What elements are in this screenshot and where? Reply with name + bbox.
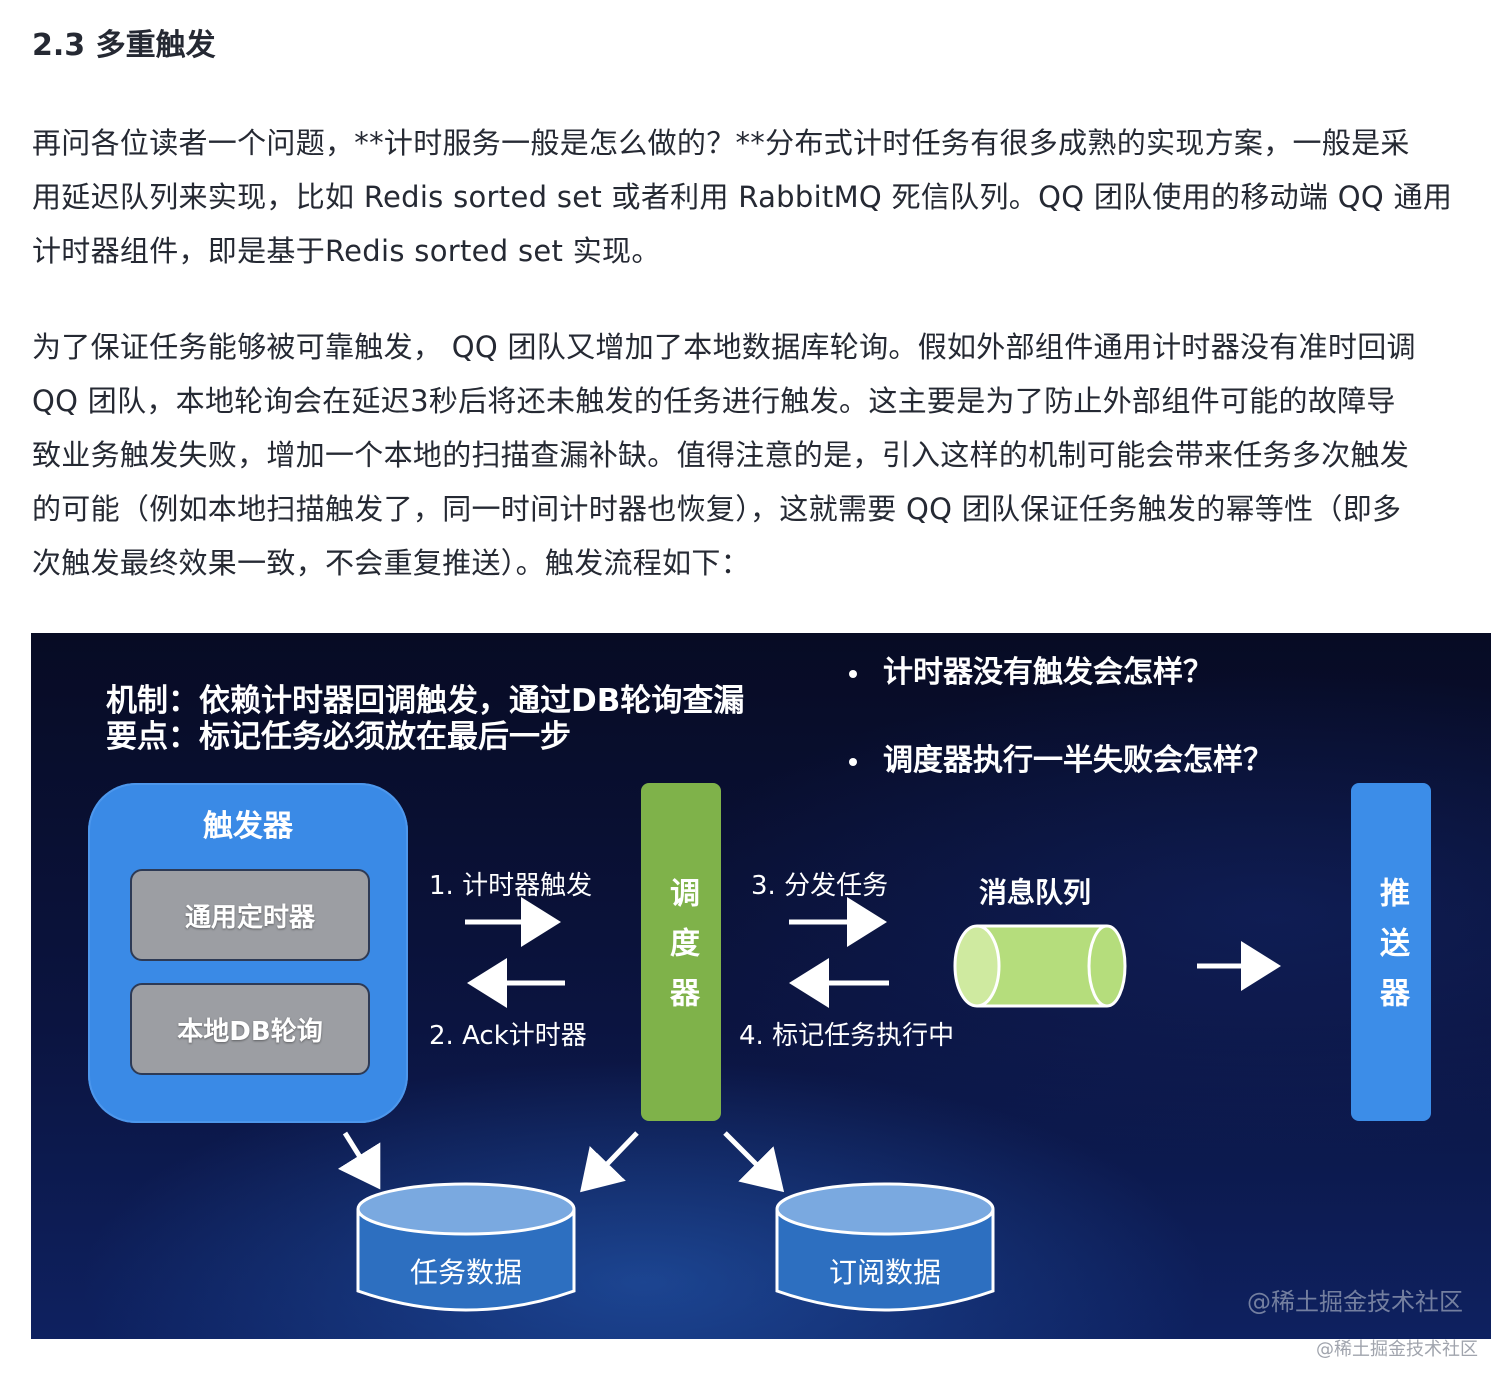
database-icon — [775, 1182, 995, 1312]
message-queue-label: 消息队列 — [979, 876, 1092, 909]
paragraph-line: QQ 团队，本地轮询会在延迟3秒后将还未触发的任务进行触发。这主要是为了防止外部… — [32, 384, 1396, 418]
question-1: 计时器没有触发会怎样？ — [849, 647, 1213, 691]
bullet-icon — [849, 757, 857, 766]
bullet-icon — [849, 669, 857, 678]
mechanism-text: 机制：依赖计时器回调触发，通过DB轮询查漏 要点：标记任务必须放在最后一步 — [106, 683, 744, 755]
trigger-box: 触发器 通用定时器 本地DB轮询 — [88, 783, 408, 1123]
trigger-flow-diagram: 机制：依赖计时器回调触发，通过DB轮询查漏 要点：标记任务必须放在最后一步 计时… — [31, 633, 1491, 1339]
task-data-label: 任务数据 — [409, 1256, 522, 1289]
task-data-db: 任务数据 — [355, 1181, 577, 1317]
scheduler-box: 调度器 — [641, 783, 721, 1121]
arrow-trigger-to-db — [337, 1131, 381, 1190]
paragraph-line: 致业务触发失败，增加一个本地的扫描查漏补缺。值得注意的是，引入这样的机制可能会带… — [32, 438, 1410, 472]
paragraph-line: 的可能（例如本地扫描触发了，同一时间计时器也恢复），这就需要 QQ 团队保证任务… — [32, 492, 1402, 526]
section-heading: 2.3 多重触发 — [32, 28, 216, 63]
paragraph-line: 计时器组件，即是基于Redis sorted set 实现。 — [32, 234, 661, 268]
mechanism-line: 机制：依赖计时器回调触发，通过DB轮询查漏 — [106, 683, 745, 719]
paragraph-line: 为了保证任务能够被可靠触发， QQ 团队又增加了本地数据库轮询。假如外部组件通用… — [32, 330, 1416, 364]
keypoint-line: 要点：标记任务必须放在最后一步 — [106, 719, 571, 755]
local-db-polling-box: 本地DB轮询 — [130, 983, 370, 1075]
paragraph-2: 为了保证任务能够被可靠触发， QQ 团队又增加了本地数据库轮询。假如外部组件通用… — [32, 320, 1487, 590]
database-icon — [356, 1182, 576, 1312]
step-1-label: 1. 计时器触发 — [429, 871, 593, 901]
paragraph-line: 用延迟队列来实现，比如 Redis sorted set 或者利用 Rabbit… — [32, 180, 1453, 214]
diagram-arrows — [337, 897, 1281, 1193]
page-watermark: @稀土掘金技术社区 — [1316, 1339, 1478, 1360]
pusher-box: 推送器 — [1351, 783, 1431, 1121]
subscription-data-db: 订阅数据 — [774, 1181, 996, 1317]
question-2-text: 调度器执行一半失败会怎样？ — [883, 743, 1273, 778]
step-2-label: 2. Ack计时器 — [429, 1021, 587, 1051]
question-1-text: 计时器没有触发会怎样？ — [883, 655, 1213, 690]
paragraph-1: 再问各位读者一个问题，**计时服务一般是怎么做的？**分布式计时任务有很多成熟的… — [32, 116, 1487, 278]
diagram-watermark: @稀土掘金技术社区 — [1247, 1288, 1463, 1316]
general-timer-box: 通用定时器 — [130, 869, 370, 961]
arrow-scheduler-to-sub-db — [723, 1131, 785, 1193]
subscription-data-label: 订阅数据 — [828, 1256, 941, 1289]
step-4-label: 4. 标记任务执行中 — [739, 1021, 955, 1051]
step-3-label: 3. 分发任务 — [751, 871, 889, 901]
message-queue-cylinder — [953, 924, 1127, 1008]
paragraph-line: 次触发最终效果一致，不会重复推送）。触发流程如下： — [32, 546, 751, 580]
arrow-scheduler-to-task-db — [580, 1131, 639, 1193]
paragraph-line: 再问各位读者一个问题，**计时服务一般是怎么做的？**分布式计时任务有很多成熟的… — [32, 126, 1410, 160]
trigger-title: 触发器 — [203, 809, 293, 844]
question-2: 调度器执行一半失败会怎样？ — [849, 735, 1273, 779]
